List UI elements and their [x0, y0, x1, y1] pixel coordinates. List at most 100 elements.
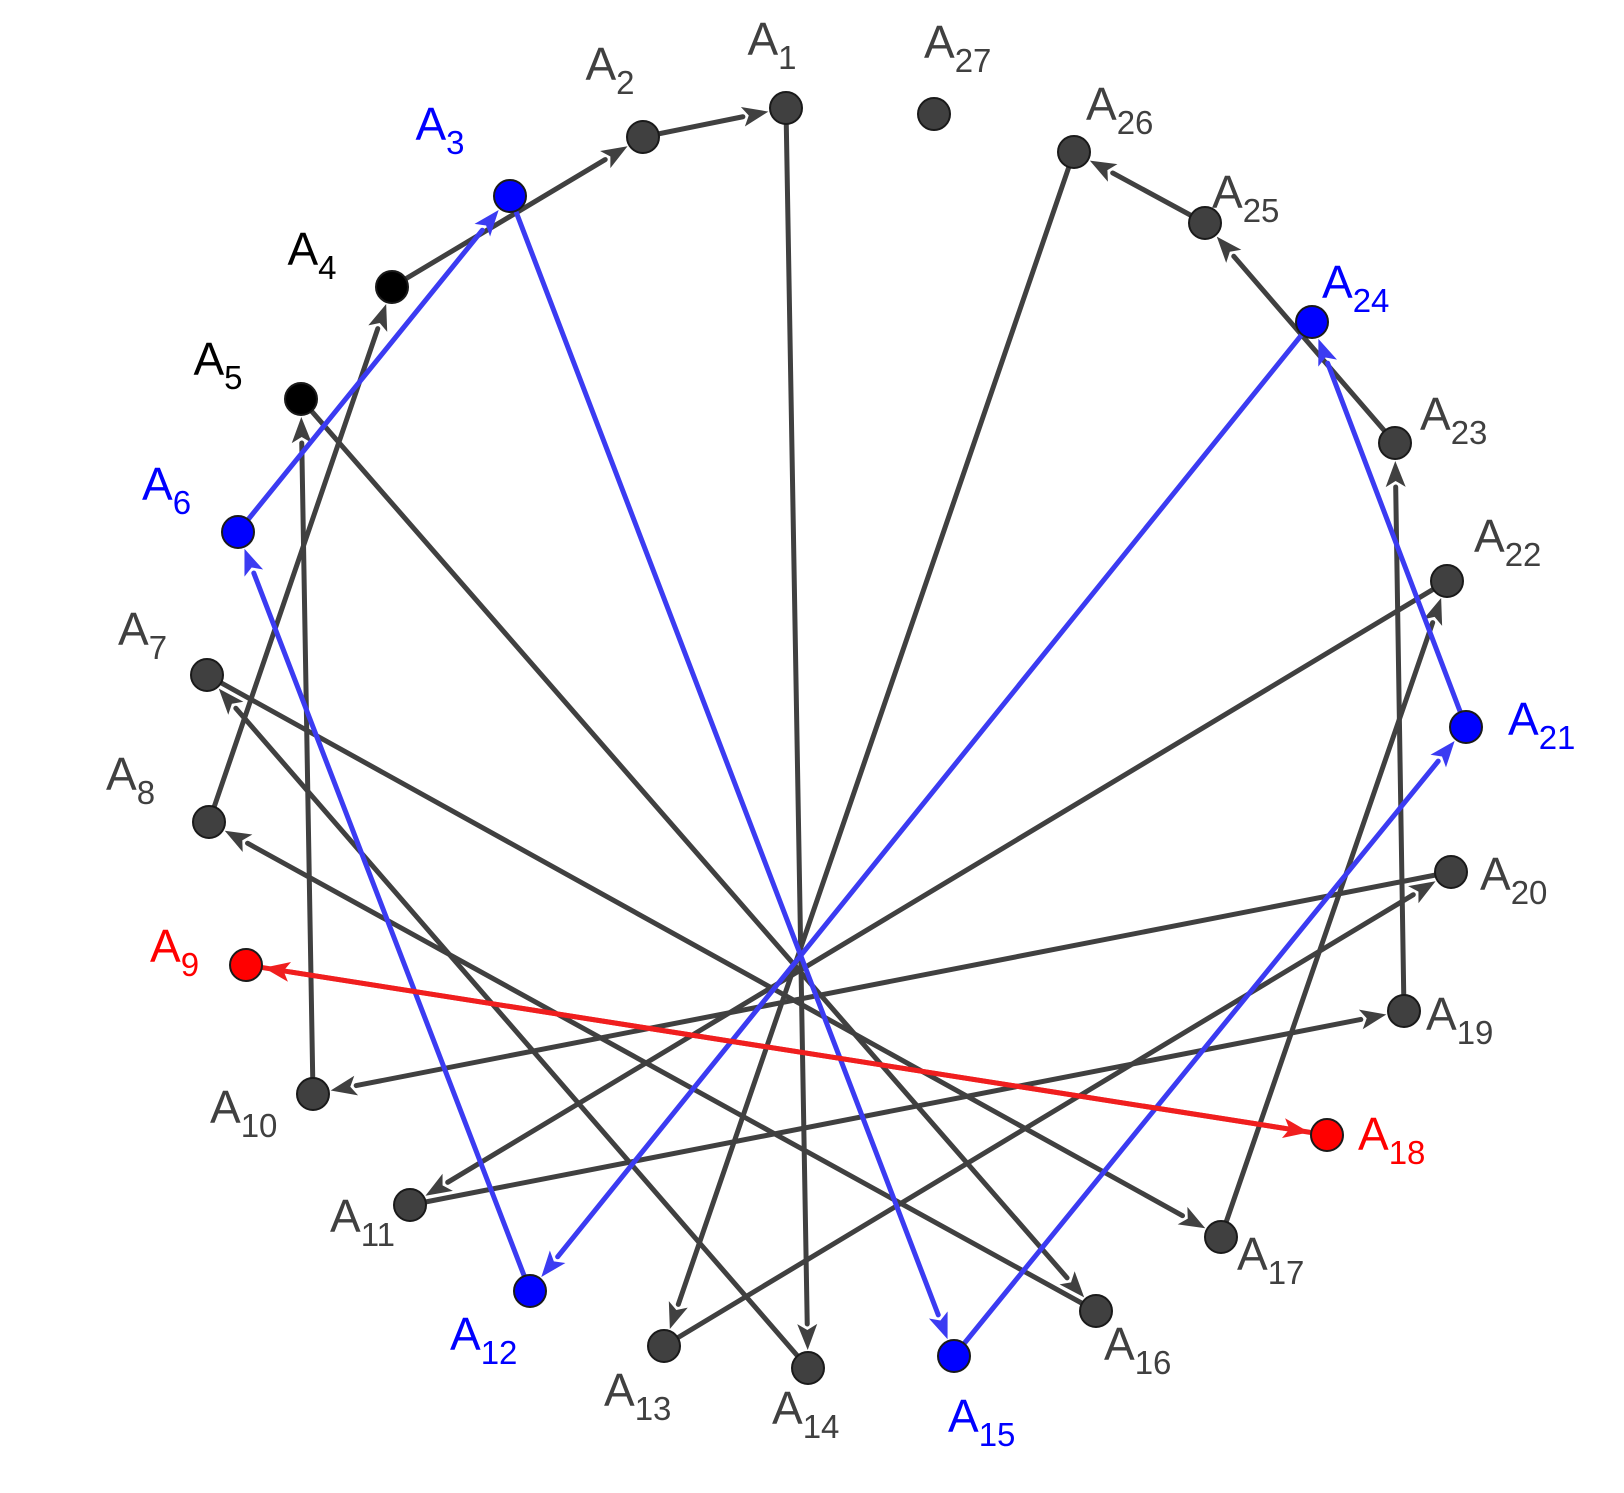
- label-index: 23: [1451, 414, 1488, 451]
- arrowhead-a13-to-a20: [1408, 881, 1436, 904]
- point-a22[interactable]: [1430, 564, 1464, 598]
- label-index: 18: [1389, 1134, 1426, 1171]
- point-a15[interactable]: [937, 1339, 971, 1373]
- label-a17: A17: [1237, 1228, 1304, 1291]
- label-letter: A: [948, 1390, 979, 1442]
- point-a3[interactable]: [493, 179, 527, 213]
- point-a16[interactable]: [1079, 1294, 1113, 1328]
- arrowhead-a1-to-a14: [797, 1323, 818, 1351]
- label-letter: A: [287, 223, 318, 275]
- point-a2[interactable]: [626, 120, 660, 154]
- edge-a1-to-a14: [783, 105, 810, 1327]
- point-a12[interactable]: [513, 1274, 547, 1308]
- label-letter: A: [1508, 693, 1539, 745]
- arrowhead-a21-to-a24: [1318, 338, 1337, 367]
- label-letter: A: [604, 1364, 635, 1416]
- arrowhead-a3-to-a15: [928, 1311, 948, 1340]
- point-a20[interactable]: [1434, 855, 1468, 889]
- points-layer: [190, 91, 1483, 1385]
- label-letter: A: [1322, 256, 1353, 308]
- label-index: 16: [1135, 1344, 1172, 1381]
- label-a15: A15: [948, 1390, 1015, 1453]
- label-letter: A: [450, 1308, 481, 1360]
- arrowhead-a17-to-a22: [1423, 598, 1443, 626]
- edge-a19-to-a23: [1393, 484, 1407, 1014]
- point-a19[interactable]: [1387, 994, 1421, 1028]
- edge-a14-to-a7: [233, 705, 811, 1371]
- label-index: 24: [1353, 282, 1390, 319]
- point-a1[interactable]: [769, 91, 803, 125]
- label-index: 25: [1243, 192, 1280, 229]
- label-index: 17: [1268, 1254, 1305, 1291]
- label-a10: A10: [210, 1081, 277, 1144]
- label-letter: A: [585, 38, 616, 90]
- label-a20: A20: [1480, 848, 1547, 911]
- point-a26[interactable]: [1057, 135, 1091, 169]
- point-a13[interactable]: [647, 1329, 681, 1363]
- label-a7: A7: [118, 603, 167, 666]
- label-letter: A: [1237, 1228, 1268, 1280]
- label-index: 7: [149, 629, 167, 666]
- edge-a25-to-a26: [1110, 170, 1208, 226]
- label-a19: A19: [1426, 988, 1493, 1051]
- label-index: 10: [241, 1107, 278, 1144]
- label-letter: A: [193, 333, 224, 385]
- label-index: 14: [803, 1408, 840, 1445]
- label-letter: A: [330, 1190, 361, 1242]
- arrowhead-a5-to-a16: [1059, 1271, 1085, 1298]
- label-a4: A4: [287, 223, 336, 286]
- arrowhead-a6-to-a3: [474, 209, 499, 237]
- label-letter: A: [142, 458, 173, 510]
- edge-a22-to-a11: [445, 578, 1450, 1185]
- label-letter: A: [415, 98, 446, 150]
- point-a21[interactable]: [1449, 710, 1483, 744]
- point-a10[interactable]: [296, 1077, 330, 1111]
- point-a11[interactable]: [393, 1188, 427, 1222]
- label-a1: A1: [747, 13, 796, 76]
- label-index: 9: [181, 946, 199, 983]
- label-a3: A3: [415, 98, 464, 161]
- edge-a15-to-a21: [951, 758, 1441, 1359]
- label-index: 13: [635, 1390, 672, 1427]
- point-a17[interactable]: [1204, 1220, 1238, 1254]
- label-a27: A27: [924, 16, 991, 79]
- arrowhead-a7-to-a17: [1177, 1206, 1206, 1229]
- label-index: 4: [318, 249, 336, 286]
- label-a24: A24: [1322, 256, 1389, 319]
- label-letter: A: [1426, 988, 1457, 1040]
- label-letter: A: [106, 748, 137, 800]
- edge-a12-to-a6: [251, 570, 533, 1294]
- point-a9[interactable]: [229, 948, 263, 982]
- label-index: 20: [1511, 874, 1548, 911]
- edge-a23-to-a25: [1231, 253, 1398, 446]
- label-a25: A25: [1212, 166, 1279, 229]
- point-a5[interactable]: [284, 382, 318, 416]
- point-a6[interactable]: [221, 515, 255, 549]
- point-a18[interactable]: [1310, 1118, 1344, 1152]
- arrowhead-a22-to-a11: [425, 1173, 453, 1196]
- arrowhead-a12-to-a6: [244, 548, 264, 577]
- arrowhead-a25-to-a26: [1089, 160, 1118, 182]
- label-letter: A: [772, 1382, 803, 1434]
- label-letter: A: [1086, 78, 1117, 130]
- arrowhead-a11-to-a19: [1358, 1009, 1387, 1030]
- edge-a9-to-a18: [243, 962, 1287, 1131]
- arrowhead-a23-to-a25: [1216, 236, 1242, 263]
- edge-a7-to-a17: [204, 672, 1186, 1219]
- point-a14[interactable]: [791, 1351, 825, 1385]
- label-letter: A: [1212, 166, 1243, 218]
- point-a27[interactable]: [917, 97, 951, 131]
- point-a8[interactable]: [192, 805, 226, 839]
- point-a4[interactable]: [375, 270, 409, 304]
- point-a25[interactable]: [1188, 206, 1222, 240]
- edge-a6-to-a3: [235, 227, 485, 535]
- arrowhead-a4-to-a2: [600, 146, 628, 169]
- arrowhead-a16-to-a8: [224, 830, 253, 853]
- point-a23[interactable]: [1378, 426, 1412, 460]
- label-a14: A14: [772, 1382, 839, 1445]
- point-a7[interactable]: [190, 658, 224, 692]
- point-a24[interactable]: [1295, 305, 1329, 339]
- edge-a8-to-a4: [206, 326, 381, 825]
- label-a11: A11: [330, 1190, 395, 1253]
